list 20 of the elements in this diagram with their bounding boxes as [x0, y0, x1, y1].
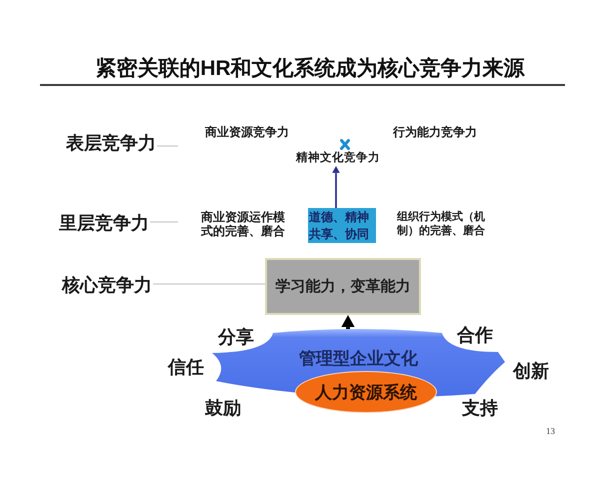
highlight-box: 道德、精神共享、协同: [308, 208, 376, 243]
competence-label: 商业资源运作模式的完善、磨合: [201, 210, 292, 238]
process-box: 学习能力，变革能力: [265, 258, 421, 315]
value-label: 合作: [457, 324, 493, 346]
page-number: 13: [546, 426, 555, 437]
competence-label: 组织行为模式（机制）的完善、磨合: [397, 210, 492, 238]
value-label: 鼓励: [205, 397, 241, 419]
value-label: 创新: [513, 360, 549, 382]
tier-heading: 核心竞争力: [62, 274, 152, 296]
competence-label: 行为能力竞争力: [393, 124, 477, 140]
competence-label: 商业资源竞争力: [205, 124, 289, 140]
value-label: 信任: [168, 356, 204, 378]
value-label: 分享: [218, 326, 254, 348]
competence-label: 精神文化竞争力: [296, 151, 380, 166]
tier-heading: 表层竞争力: [66, 132, 156, 154]
arrow: [342, 315, 354, 329]
tier-heading: 里层竞争力: [59, 212, 149, 234]
value-label: 支持: [462, 397, 498, 419]
title: 紧密关联的HR和文化系统成为核心竞争力来源: [95, 56, 525, 81]
arrow: [332, 166, 340, 208]
